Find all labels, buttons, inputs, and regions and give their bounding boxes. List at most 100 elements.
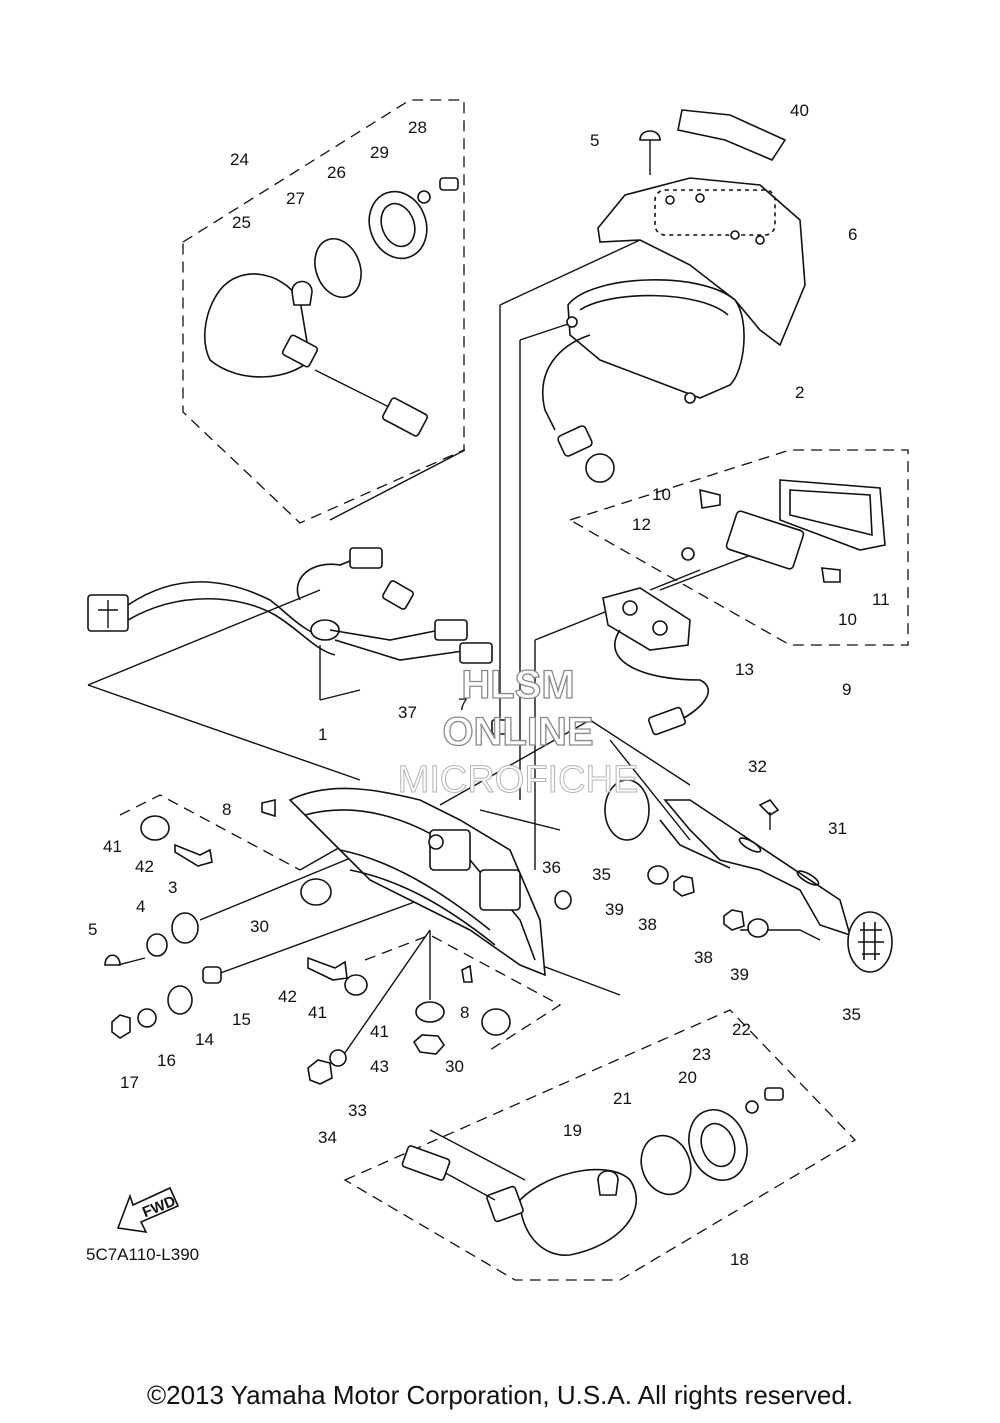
harness-connector — [349, 547, 383, 569]
license-light-bracket — [725, 510, 805, 570]
reflector-left — [604, 779, 650, 841]
callout: 26 — [327, 163, 346, 182]
rear-signal-rim — [368, 190, 428, 260]
watermark: HLSM ONLINE MICROFICHE — [397, 662, 639, 801]
fender-rib — [339, 849, 491, 931]
bolt-group-boundary-left — [119, 794, 301, 871]
grommet-41b — [344, 974, 368, 996]
callout: 10 — [838, 610, 857, 629]
callout-numbers: 1 2 3 4 5 5 6 7 8 8 9 10 10 11 12 13 14 … — [88, 101, 890, 1269]
clip-pin — [261, 798, 276, 818]
tail-light-cover — [597, 177, 806, 347]
callout: 35 — [592, 865, 611, 884]
callout: 39 — [730, 965, 749, 984]
grommet-41c — [415, 1001, 445, 1023]
harness-branch — [334, 639, 471, 661]
watermark-line2: ONLINE — [442, 710, 593, 754]
callout: 31 — [828, 819, 847, 838]
washer-39b — [747, 918, 769, 938]
front-signal-washer — [745, 1100, 759, 1114]
harness-connector — [434, 619, 468, 641]
callout: 34 — [318, 1128, 337, 1147]
front-signal-bulb — [597, 1170, 619, 1196]
callout: 30 — [250, 917, 269, 936]
clip — [491, 719, 509, 735]
callout: 37 — [398, 703, 417, 722]
bolt-36 — [554, 890, 572, 910]
callout: 41 — [370, 1022, 389, 1041]
license-light-lens — [789, 489, 873, 537]
fwd-arrow-icon: FWD — [116, 1186, 180, 1234]
cover-screw — [639, 130, 661, 141]
callout: 43 — [370, 1057, 389, 1076]
callout: 29 — [370, 143, 389, 162]
callout: 3 — [168, 878, 177, 897]
callout: 6 — [848, 225, 857, 244]
callout: 42 — [278, 987, 297, 1006]
front-signal-assembly-boundary — [343, 1009, 857, 1281]
tail-light-housing — [567, 279, 745, 399]
harness-sleeve — [310, 619, 340, 641]
bolt-32 — [758, 798, 780, 817]
rear-signal-bulb — [291, 280, 313, 306]
front-signal-lens — [519, 1168, 637, 1256]
callout: 5 — [88, 920, 97, 939]
washer-33 — [329, 1049, 347, 1067]
fender-rib — [349, 869, 496, 946]
diagram-code: 5C7A110-L390 — [86, 1245, 199, 1264]
license-bulb — [699, 488, 721, 509]
callout: 23 — [692, 1045, 711, 1064]
callout: 35 — [842, 1005, 861, 1024]
housing-stud — [684, 392, 696, 404]
callout: 21 — [613, 1089, 632, 1108]
damper-3 — [171, 912, 199, 944]
harness-wire — [127, 581, 331, 641]
plate-bracket — [663, 799, 852, 937]
collar-15 — [202, 966, 222, 984]
grommet-41 — [140, 815, 170, 841]
screw-5 — [104, 954, 121, 966]
nut-17 — [111, 1014, 131, 1039]
callout: 1 — [318, 725, 327, 744]
rear-signal-washer — [417, 190, 431, 204]
callout: 33 — [348, 1101, 367, 1120]
callout: 10 — [652, 485, 671, 504]
harness-connector — [459, 642, 493, 664]
callout: 18 — [730, 1250, 749, 1269]
rear-signal-socket — [281, 334, 319, 368]
rear-signal-gasket — [314, 238, 362, 298]
bracket-edge — [659, 819, 731, 869]
housing-stud — [566, 316, 578, 328]
bracket-slot — [738, 837, 762, 853]
mount-hole — [428, 834, 444, 850]
front-signal-screw — [764, 1087, 784, 1101]
washer-14 — [167, 985, 193, 1015]
base-hole — [622, 600, 638, 616]
cover-hole — [730, 230, 740, 240]
callout: 12 — [632, 515, 651, 534]
callout: 16 — [157, 1051, 176, 1070]
callout: 19 — [563, 1121, 582, 1140]
rim-inner — [700, 1122, 736, 1168]
callout: 4 — [136, 897, 145, 916]
callout: 24 — [230, 150, 249, 169]
callout: 41 — [308, 1003, 327, 1022]
fwd-label: FWD — [140, 1193, 178, 1222]
callout: 11 — [872, 590, 890, 609]
bolt-42b — [307, 956, 348, 981]
cover-hole — [695, 193, 705, 203]
callout: 8 — [222, 800, 231, 819]
nut-34 — [307, 1059, 333, 1085]
rear-signal-connector — [381, 397, 429, 437]
watermark-line1: HLSM — [461, 663, 574, 707]
callout: 41 — [103, 837, 122, 856]
callout: 15 — [232, 1010, 251, 1029]
license-connector — [647, 706, 687, 736]
callout: 13 — [735, 660, 754, 679]
callout: 5 — [590, 131, 599, 150]
callout: 22 — [732, 1020, 751, 1039]
callout: 38 — [638, 915, 657, 934]
callout: 36 — [542, 858, 561, 877]
harness-branch — [329, 629, 441, 641]
